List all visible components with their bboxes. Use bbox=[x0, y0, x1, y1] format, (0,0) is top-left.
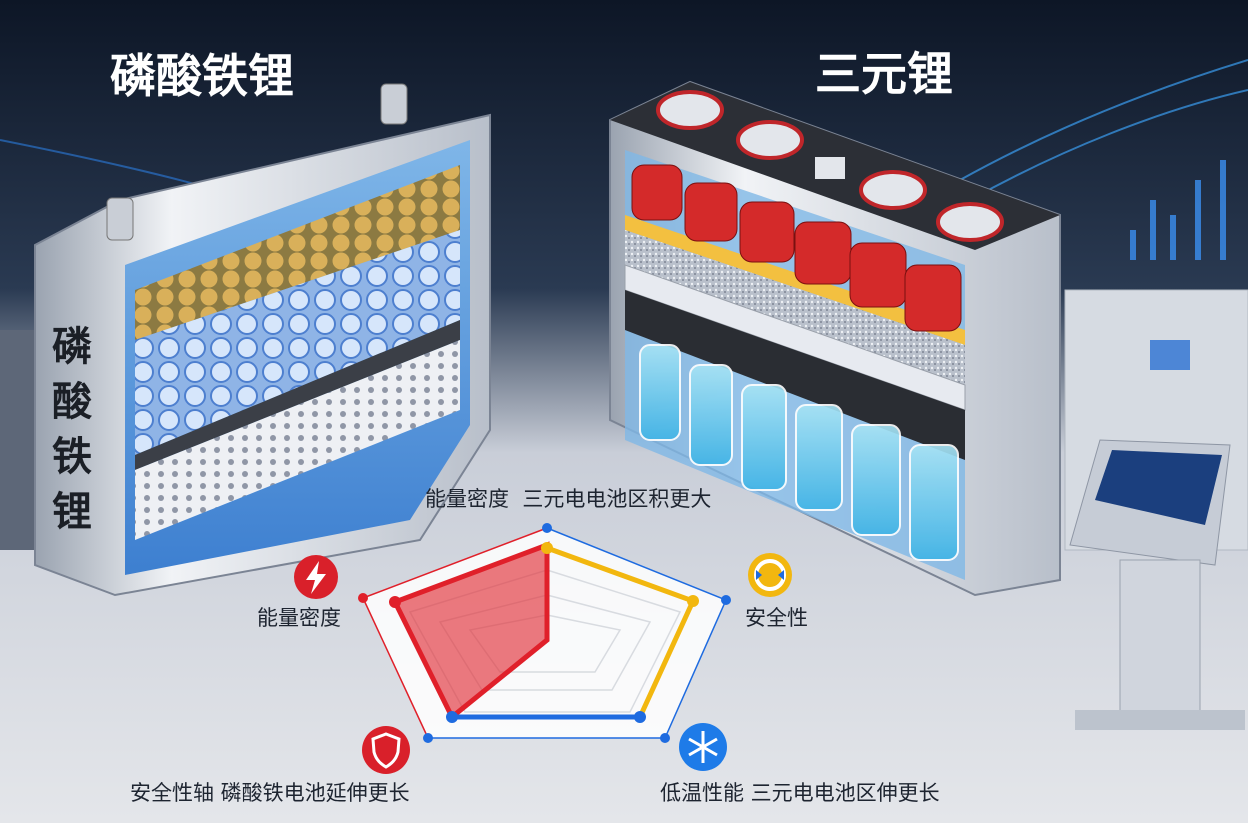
ncm-battery bbox=[609, 80, 1061, 597]
lfp-battery bbox=[34, 83, 491, 597]
lfp-title: 磷酸铁锂 bbox=[110, 49, 294, 103]
vertical-char: 酸 bbox=[52, 379, 93, 425]
radar-bottom-right-label: 低温性能 三元电电池区伸更长 bbox=[660, 781, 940, 805]
data-wave-decoration bbox=[959, 59, 1248, 201]
bar-chart-decoration bbox=[1130, 160, 1226, 260]
radar-top-label: 能量密度 三元电电池区积更大 bbox=[425, 487, 711, 511]
radar-right-label: 安全性 bbox=[745, 606, 808, 630]
radar-chart bbox=[358, 523, 731, 743]
ncm-title: 三元锂 bbox=[815, 47, 953, 101]
radar-bottom-left-label: 安全性轴 磷酸铁电池延伸更长 bbox=[130, 781, 410, 805]
lfp-vertical-title: 磷 酸 铁 锂 bbox=[52, 324, 93, 535]
snowflake-icon bbox=[679, 723, 727, 771]
vertical-char: 磷 bbox=[52, 324, 92, 370]
vertical-char: 铁 bbox=[52, 434, 92, 480]
lightning-icon bbox=[294, 555, 338, 599]
radar-left-label: 能量密度 bbox=[257, 606, 341, 630]
vertical-char: 锂 bbox=[52, 489, 92, 535]
control-kiosk bbox=[1069, 439, 1245, 730]
radar-outline bbox=[428, 527, 727, 739]
cycle-icon bbox=[748, 553, 792, 597]
radar-points bbox=[358, 523, 731, 743]
shield-icon bbox=[362, 726, 410, 774]
